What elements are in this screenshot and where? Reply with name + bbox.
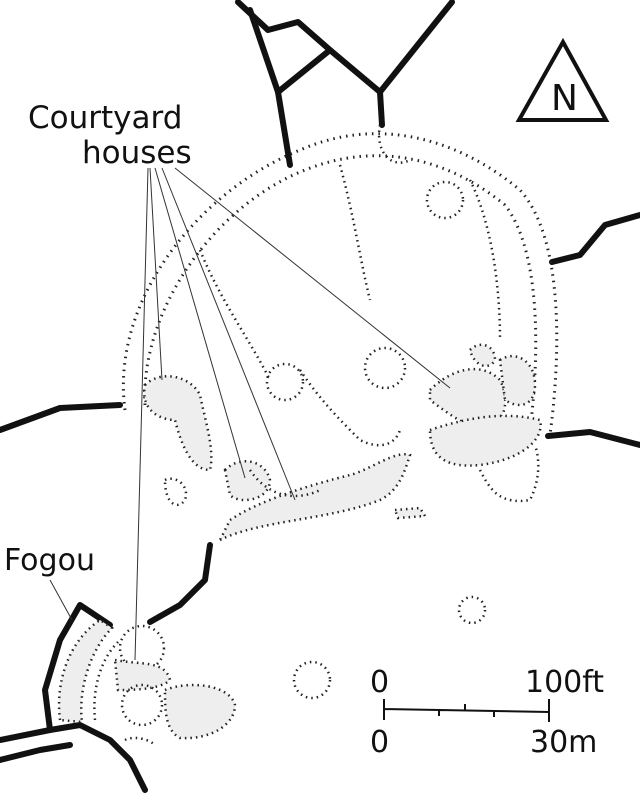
scale-m-label: 30m [530, 725, 597, 760]
courtyard-houses-label-line2: houses [82, 135, 192, 171]
scale-bar: 0 100ft 0 30m [370, 665, 604, 760]
north-arrow-triangle-icon [515, 37, 610, 122]
scale-ft-label: 100ft [525, 665, 604, 700]
fogou-label: Fogou [4, 543, 95, 578]
courtyard-houses-label-line1: Courtyard [28, 100, 182, 136]
north-arrow: N [515, 37, 610, 122]
hut-circles [292, 595, 487, 700]
scale-zero-m: 0 [370, 725, 389, 760]
scale-zero-ft: 0 [370, 665, 389, 700]
scale-bar-line [383, 699, 550, 722]
north-letter: N [551, 78, 578, 119]
courtyard-houses [142, 180, 542, 543]
enclosure [121, 124, 559, 436]
leader-lines [49, 167, 451, 661]
fogou-complex [57, 618, 237, 746]
